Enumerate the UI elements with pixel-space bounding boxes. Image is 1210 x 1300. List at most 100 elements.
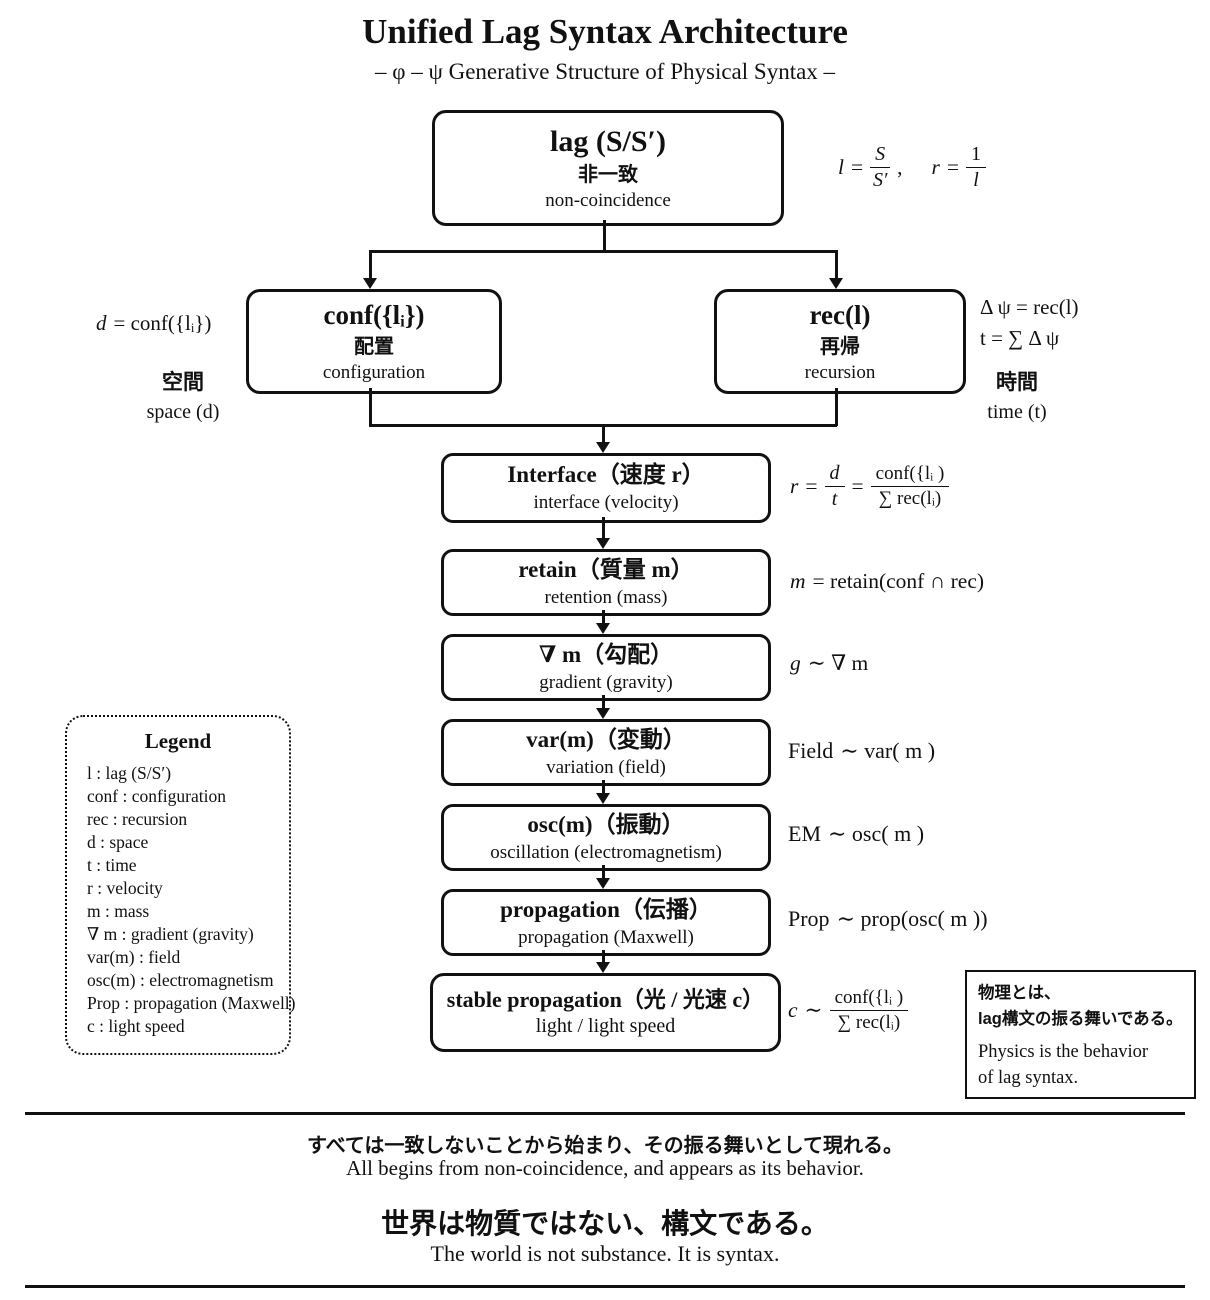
lag-formula-fraction2: 1 l xyxy=(966,143,987,192)
footer-top-rule xyxy=(25,1112,1185,1115)
conf-box-en: configuration xyxy=(322,361,426,383)
footer-jp-line1: すべては一致しないことから始まり、その振る舞いとして現れる。 xyxy=(307,1135,903,1157)
connector-variation-oscillation xyxy=(602,780,605,794)
connector-to-conf xyxy=(369,250,372,279)
variation-box: var(m)（変動） variation (field) xyxy=(441,719,771,786)
light-speed-formula-fraction: conf({lᵢ ) ∑ rec(lᵢ) xyxy=(829,987,909,1034)
arrow-into-retain xyxy=(596,538,610,549)
interface-formula-fraction2: conf({lᵢ ) ∑ rec(lᵢ) xyxy=(870,463,950,510)
connector-lag-stem xyxy=(603,220,606,251)
arrow-into-gradient xyxy=(596,623,610,634)
prop-formula: Prop ∼ prop(osc( m )) xyxy=(788,906,988,932)
interface-formula-eq1: = xyxy=(805,473,818,498)
lag-formula-comma: , xyxy=(897,154,903,179)
lag-formula: l = S S′ , r = 1 l xyxy=(838,134,987,200)
footer-bottom-rule xyxy=(25,1285,1185,1288)
stable-propagation-box-en: light / light speed xyxy=(535,1015,676,1038)
retain-formula-body: = retain(conf ∩ rec) xyxy=(812,569,985,593)
retain-formula: m = retain(conf ∩ rec) xyxy=(790,569,984,594)
fraction-numerator: conf({lᵢ ) xyxy=(829,987,909,1011)
footer-en-line1: All begins from non-coincidence, and app… xyxy=(346,1156,864,1180)
physics-note-box: 物理とは、 lag構文の振る舞いである。 Physics is the beha… xyxy=(965,970,1196,1099)
interface-formula-fraction1: d t xyxy=(824,462,845,511)
space-formula-var: d xyxy=(96,311,107,335)
lag-box-jp: 非一致 xyxy=(578,163,638,186)
propagation-box-en: propagation (Maxwell) xyxy=(518,926,694,948)
lag-box-en: non-coincidence xyxy=(545,189,671,211)
connector-split-bar xyxy=(370,250,838,253)
legend-item: r : velocity xyxy=(87,878,163,898)
fraction-denominator: t xyxy=(831,487,838,510)
legend-item: osc(m) : electromagnetism xyxy=(87,970,274,990)
lag-formula-var2: r xyxy=(931,154,940,179)
retain-box-title: retain（質量 m） xyxy=(518,556,694,582)
page-subtitle: – φ – ψ Generative Structure of Physical… xyxy=(374,59,836,84)
arrow-into-conf xyxy=(363,278,377,289)
time-formula-2: t = ∑ Δ ψ xyxy=(980,326,1060,350)
fraction-denominator: S′ xyxy=(872,168,888,191)
time-label-jp: 時間 xyxy=(996,371,1038,394)
connector-propagation-stable xyxy=(602,950,605,963)
space-formula-body: = conf({lᵢ}) xyxy=(113,311,212,335)
em-formula-var: EM xyxy=(788,821,821,846)
gradient-formula-body: ∼ ∇ m xyxy=(807,651,869,675)
light-speed-formula-rel: ∼ xyxy=(804,997,823,1022)
space-label: 空間 space (d) xyxy=(128,372,238,422)
conf-box-jp: 配置 xyxy=(354,335,394,358)
lag-formula-fraction1: S S′ xyxy=(870,143,891,192)
footer-jp-line2: 世界は物質ではない、構文である。 xyxy=(381,1209,829,1240)
fraction-denominator: ∑ rec(lᵢ) xyxy=(878,487,942,509)
variation-box-title: var(m)（変動） xyxy=(526,726,686,752)
gradient-box-en: gradient (gravity) xyxy=(539,671,673,693)
fraction-denominator: l xyxy=(973,168,979,191)
arrow-into-propagation xyxy=(596,878,610,889)
gradient-formula: g ∼ ∇ m xyxy=(790,651,868,676)
legend-item: ∇ m : gradient (gravity) xyxy=(87,924,254,944)
connector-to-rec xyxy=(835,250,838,279)
interface-box-title: Interface（速度 r） xyxy=(507,462,705,488)
footer-en-line2: The world is not substance. It is syntax… xyxy=(430,1241,780,1266)
legend-item: t : time xyxy=(87,855,137,875)
fraction-numerator: 1 xyxy=(966,143,987,168)
legend-item: var(m) : field xyxy=(87,947,181,967)
oscillation-box-title: osc(m)（振動） xyxy=(527,811,685,837)
fraction-numerator: S xyxy=(870,143,891,168)
legend-item: rec : recursion xyxy=(87,809,188,829)
time-formula-line1: Δ ψ = rec(l) xyxy=(980,295,1079,320)
rec-box: rec(l) 再帰 recursion xyxy=(714,289,966,394)
oscillation-box: osc(m)（振動） oscillation (electromagnetism… xyxy=(441,804,771,871)
interface-formula-eq2: = xyxy=(851,473,864,498)
legend-item: c : light speed xyxy=(87,1016,185,1036)
connector-interface-retain xyxy=(602,517,605,539)
rec-box-title: rec(l) xyxy=(809,299,871,330)
legend-item: d : space xyxy=(87,832,149,852)
lag-formula-eq2: = xyxy=(946,154,960,179)
arrow-into-rec xyxy=(829,278,843,289)
light-speed-formula-var: c xyxy=(788,997,798,1022)
legend-title: Legend xyxy=(144,729,212,753)
legend-item: m : mass xyxy=(87,901,150,921)
propagation-box-title: propagation（伝播） xyxy=(500,896,712,922)
gradient-formula-var: g xyxy=(790,651,801,675)
connector-retain-gradient xyxy=(602,610,605,624)
conf-box: conf({lᵢ}) 配置 configuration xyxy=(246,289,502,394)
connector-oscillation-propagation xyxy=(602,865,605,879)
time-label-en: time (t) xyxy=(987,401,1047,423)
propagation-box: propagation（伝播） propagation (Maxwell) xyxy=(441,889,771,956)
light-speed-formula: c ∼ conf({lᵢ ) ∑ rec(lᵢ) xyxy=(788,979,909,1041)
field-formula: Field ∼ var( m ) xyxy=(788,738,935,764)
lag-formula-eq1: = xyxy=(850,154,864,179)
stable-propagation-box-title: stable propagation（光 / 光速 c） xyxy=(446,986,765,1012)
rec-box-en: recursion xyxy=(804,361,876,383)
retain-formula-var: m xyxy=(790,569,806,593)
legend-item: l : lag (S/S′) xyxy=(87,763,172,783)
retain-box: retain（質量 m） retention (mass) xyxy=(441,549,771,616)
arrow-into-interface xyxy=(596,442,610,453)
time-formula-line2: t = ∑ Δ ψ xyxy=(980,326,1059,351)
space-formula: d = conf({lᵢ}) xyxy=(96,311,211,336)
physics-note-jp-1: 物理とは、 xyxy=(978,984,1061,1002)
connector-gradient-variation xyxy=(602,695,605,709)
lag-formula-var1: l xyxy=(838,154,844,179)
space-label-jp: 空間 xyxy=(162,371,204,394)
prop-formula-body: ∼ prop(osc( m )) xyxy=(836,906,988,931)
